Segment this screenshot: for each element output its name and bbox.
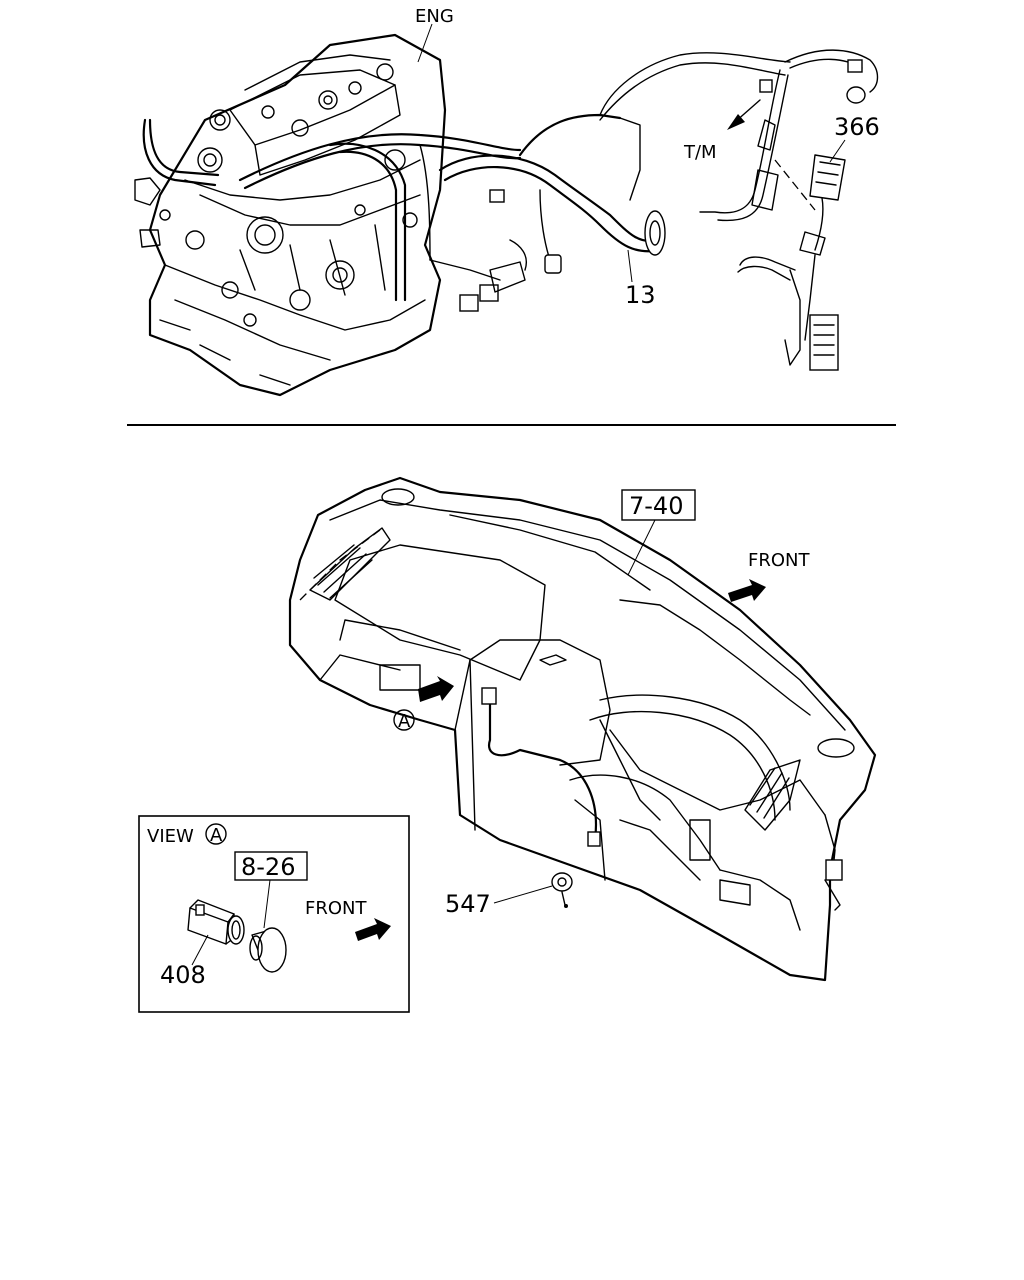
tm-label: T/M: [683, 142, 717, 163]
instrument-panel: [288, 476, 877, 982]
ref-box-7-40: [621, 489, 696, 521]
ref-7-40-leader: [627, 519, 656, 576]
socket-408-callout: 408: [160, 961, 206, 989]
tm-direction-arrow: [727, 99, 761, 130]
view-a-arrow: A: [393, 676, 454, 732]
engine-harness: [238, 49, 879, 312]
grommet-547: [551, 872, 573, 908]
eng-leader: [417, 23, 433, 63]
harness-366-leader: [829, 139, 846, 163]
eng-label: ENG: [415, 6, 454, 27]
ref-8-26: 8-26: [241, 853, 295, 881]
socket-cap: [249, 927, 287, 973]
front-arrow-view: [355, 918, 391, 941]
view-a-inset: VIEW A 8-26 FRONT 408: [138, 815, 410, 1013]
ref-8-26-leader: [263, 879, 271, 929]
view-label: VIEW: [147, 826, 194, 847]
socket-408-leader: [191, 934, 209, 966]
view-a-marker: A: [398, 711, 411, 732]
view-circle-letter: A: [210, 825, 223, 846]
harness-13-leader: [627, 249, 633, 283]
socket-408: [187, 899, 245, 945]
tm-harness: [737, 119, 846, 371]
front-label-dashboard: FRONT: [748, 550, 810, 571]
ref-box-8-26: [234, 851, 308, 881]
front-arrow-dashboard: FRONT: [728, 550, 810, 602]
harness-13-callout: 13: [625, 281, 656, 309]
dashboard-section: A FRONT 7-40 547: [288, 476, 877, 982]
inset-frame: [138, 815, 410, 1013]
ref-7-40: 7-40: [629, 492, 683, 520]
engine-block: [134, 33, 447, 397]
engine-section: ENG T/M 13 366: [134, 6, 880, 397]
view-circle: [205, 823, 227, 845]
harness-366-callout: 366: [834, 113, 880, 141]
front-label-view: FRONT: [305, 898, 367, 919]
grommet-547-callout: 547: [445, 890, 491, 918]
grommet-547-leader: [493, 885, 553, 904]
